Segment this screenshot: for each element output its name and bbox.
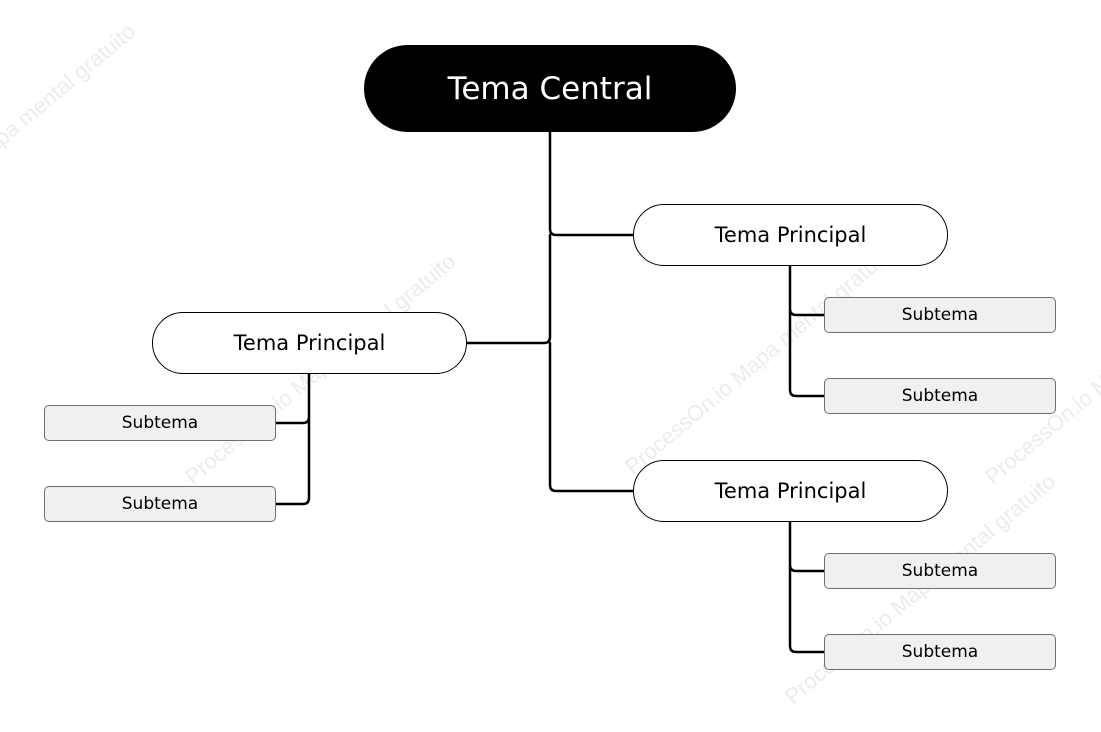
- subtopic[interactable]: Subtema: [824, 378, 1056, 414]
- subtopic[interactable]: Subtema: [44, 405, 276, 441]
- subtopic[interactable]: Subtema: [824, 553, 1056, 589]
- connector-main-r2-to-sub: [788, 520, 826, 654]
- connector-central-to-main-r2: [548, 341, 635, 493]
- subtopic[interactable]: Subtema: [44, 486, 276, 522]
- central-topic[interactable]: Tema Central: [364, 45, 736, 132]
- main-topic-right-top[interactable]: Tema Principal: [633, 204, 948, 266]
- subtopic[interactable]: Subtema: [824, 634, 1056, 670]
- connector-main-r1-to-sub: [788, 264, 826, 398]
- subtopic[interactable]: Subtema: [824, 297, 1056, 333]
- connector-main-left-to-sub: [274, 372, 311, 506]
- connector-central-to-main-r1: [548, 130, 635, 237]
- main-topic-right-bottom[interactable]: Tema Principal: [633, 460, 948, 522]
- connector-central-to-main-left: [465, 233, 552, 345]
- main-topic-left[interactable]: Tema Principal: [152, 312, 467, 374]
